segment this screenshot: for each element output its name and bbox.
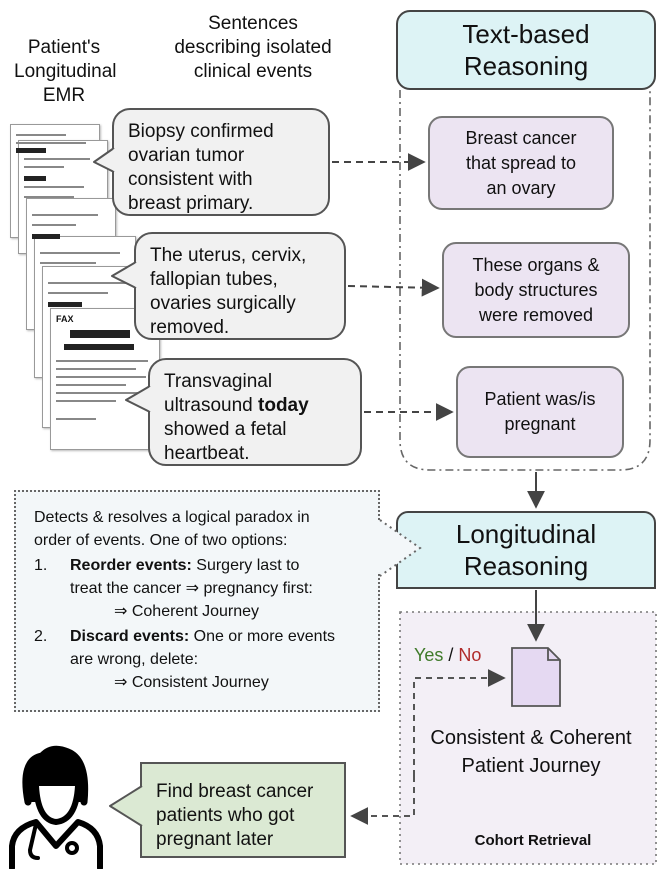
interpretation-line: were removed — [478, 304, 594, 325]
note-pointer — [379, 519, 422, 577]
fax-label: FAX — [56, 314, 74, 324]
sentences-header: Sentences describing isolated clinical e… — [158, 12, 348, 84]
text-reasoning-box: Text-based Reasoning — [396, 10, 656, 90]
option-result: ⇒ Coherent Journey — [114, 603, 260, 620]
explanation-option: 1. Reorder events: Surgery last to — [34, 554, 360, 577]
option-rest: One or more events — [189, 628, 336, 645]
interpretation-box-cancer-spread: Breast cancer that spread to an ovary — [428, 116, 614, 210]
decision-label: Yes / No — [414, 645, 481, 666]
event-line: heartbeat. — [164, 443, 250, 464]
query-box: Find breast cancer patients who got preg… — [140, 762, 346, 858]
bubble-tail — [93, 147, 115, 173]
longitudinal-reasoning-box: Longitudinal Reasoning — [396, 511, 656, 589]
arrow-surgery — [347, 278, 440, 297]
decision-yes: Yes — [414, 645, 444, 665]
text-reasoning-line: Reasoning — [463, 51, 589, 81]
yes-no-loop-arrow — [413, 669, 506, 776]
option-title: Discard events: — [70, 628, 190, 645]
emr-header: Patient's Longitudinal EMR — [14, 36, 117, 108]
query-tail — [109, 785, 143, 827]
event-line-emphasis: today — [258, 395, 309, 416]
explanation-intro-line: order of events. One of two options: — [34, 532, 288, 549]
longitudinal-reasoning-line: Reasoning — [463, 551, 589, 581]
sentences-header-line: clinical events — [193, 61, 313, 82]
interpretation-line: Breast cancer — [465, 127, 577, 148]
journey-label: Consistent & Coherent Patient Journey — [400, 724, 662, 780]
option-number: 2. — [34, 628, 48, 645]
paradox-explanation-note: Detects & resolves a logical paradox in … — [14, 490, 380, 712]
journey-line: Patient Journey — [461, 755, 601, 777]
option-text: Reorder events: Surgery last to — [70, 554, 299, 577]
event-line-text: ultrasound — [164, 395, 259, 416]
emr-header-line: Patient's — [27, 37, 101, 58]
event-line: Biopsy confirmed — [128, 121, 274, 142]
cohort-retrieval-label: Cohort Retrieval — [474, 832, 592, 849]
event-line: ultrasound today — [164, 394, 346, 418]
option-title: Reorder events: — [70, 557, 192, 574]
event-line: breast primary. — [128, 193, 254, 214]
explanation-intro-line: Detects & resolves a logical paradox in — [34, 509, 310, 526]
event-line: removed. — [150, 317, 230, 338]
document-icon — [511, 647, 561, 707]
event-line: Transvaginal — [164, 371, 273, 392]
event-bubble-surgery: The uterus, cervix, fallopian tubes, ova… — [134, 232, 346, 340]
option-line: treat the cancer ⇒ pregnancy first: — [70, 580, 313, 597]
decision-slash: / — [443, 645, 459, 665]
interpretation-box-organs-removed: These organs & body structures were remo… — [442, 242, 630, 338]
journey-line: Consistent & Coherent — [430, 727, 632, 749]
interpretation-line: pregnant — [504, 414, 576, 434]
option-result: ⇒ Consistent Journey — [114, 674, 269, 691]
doctor-icon — [9, 745, 103, 869]
interpretation-box-pregnant: Patient was/is pregnant — [456, 366, 624, 458]
emr-header-line: Longitudinal — [14, 61, 117, 82]
text-reasoning-line: Text-based — [462, 19, 590, 49]
explanation-option: 2. Discard events: One or more events — [34, 625, 360, 648]
event-line: consistent with — [128, 169, 253, 190]
decision-no: No — [458, 645, 482, 665]
arrow-to-query — [350, 776, 415, 825]
event-line: The uterus, cervix, — [150, 245, 307, 266]
interpretation-line: that spread to — [465, 152, 577, 173]
bubble-tail — [125, 385, 151, 413]
interpretation-line: an ovary — [486, 177, 556, 198]
interpretation-line: Patient was/is — [484, 389, 596, 409]
interpretation-line: These organs & — [472, 254, 600, 275]
event-line: showed a fetal — [164, 419, 287, 440]
sentences-header-line: describing isolated — [174, 37, 332, 58]
longitudinal-reasoning-line: Longitudinal — [455, 519, 597, 549]
option-rest: Surgery last to — [191, 557, 300, 574]
event-bubble-ultrasound: Transvaginal ultrasound today showed a f… — [148, 358, 362, 466]
sentences-header-line: Sentences — [208, 13, 298, 34]
event-line: ovarian tumor — [128, 145, 245, 166]
query-line: Find breast cancer — [156, 781, 314, 802]
emr-header-line: EMR — [42, 85, 86, 106]
option-text: Discard events: One or more events — [70, 625, 335, 648]
query-line: pregnant later — [156, 829, 274, 850]
interpretation-line: body structures — [474, 279, 598, 300]
bubble-tail — [111, 261, 137, 289]
event-line: ovaries surgically — [150, 293, 296, 314]
query-line: patients who got — [156, 805, 295, 826]
option-number: 1. — [34, 557, 48, 574]
event-line: fallopian tubes, — [150, 269, 278, 290]
option-line: are wrong, delete: — [70, 651, 199, 668]
